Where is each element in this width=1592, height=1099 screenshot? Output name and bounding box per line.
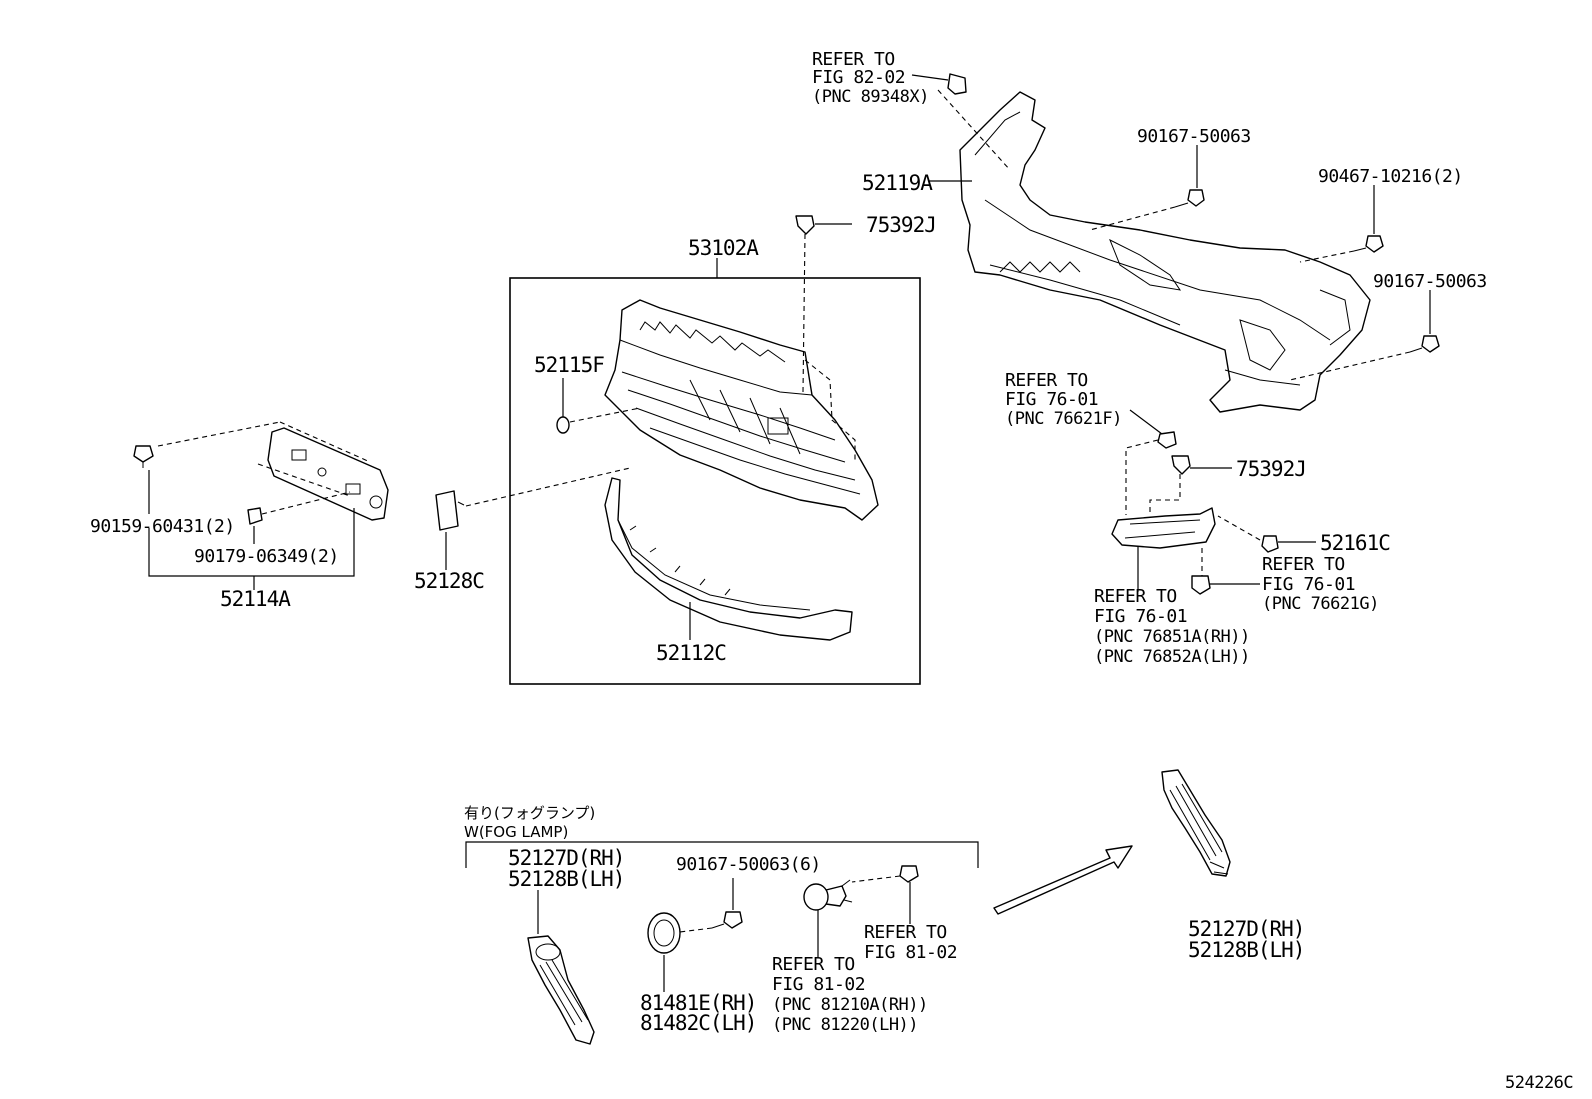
dash-90467 [1299,250,1355,263]
radiator-grille-53102A [604,299,879,521]
direction-arrow [993,845,1133,915]
dash-52115F [569,407,641,423]
dash-75392J-top [802,233,806,393]
refer-76-01-bezel-line1: REFER TO [1094,586,1177,607]
refer-82-02-line3: (PNC 89348X) [812,87,929,107]
dash-grille-clips [804,359,856,460]
bumper-retainer-52119A [959,91,1371,413]
dash-90167-fog [679,927,713,933]
bolt-fog-81-02 [899,865,919,883]
dash-fog-bolt [851,875,901,883]
dash-89348X [937,89,1011,171]
part-number-81482C: 81482C(LH) [640,1011,756,1035]
part-number-90467: 90467-10216(2) [1318,166,1463,187]
assembly-box-53102A [509,277,921,685]
refer-81-02-b-line4: (PNC 81220(LH)) [772,1015,918,1035]
refer-76-01-g-line3: (PNC 76621G) [1262,594,1379,614]
fog-group-bracket [465,841,979,868]
refer-76-01-top-line2: FIG 76-01 [1005,389,1098,410]
refer-76-01-g-line2: FIG 76-01 [1262,574,1355,595]
refer-81-02-b-line3: (PNC 81210A(RH)) [772,995,928,1015]
refer-76-01-bezel-line4: (PNC 76852A(LH)) [1094,647,1250,667]
refer-81-02-b-line2: FIG 81-02 [772,974,865,995]
bolt-90159 [133,445,154,468]
dash-75392J-right [1149,474,1181,515]
dash-bracket-mid [257,463,351,497]
bolt-76621F [1157,431,1177,449]
refer-82-02-line2: FIG 82-02 [812,67,905,88]
part-number-52112C: 52112C [656,641,726,665]
fog-cover-52127D-alt [1161,769,1231,877]
part-number-52114A: 52114A [220,587,291,611]
diagram-id: 524226C [1505,1073,1573,1093]
screw-52161C [1261,535,1279,553]
refer-76-01-top-line3: (PNC 76621F) [1005,409,1122,429]
fog-lamp-81210A [803,879,853,911]
part-number-81481E: 81481E(RH) [640,991,756,1015]
part-number-53102A: 53102A [688,236,759,260]
dash-90179 [261,491,351,515]
emblem-52115F [556,416,570,434]
part-number-52119A: 52119A [862,171,933,195]
dash-52128C [465,467,631,507]
bracket-52114A [148,508,355,577]
fog-ring-81481E [647,912,681,954]
dash-bracket-top [279,421,371,463]
part-number-52128C: 52128C [414,569,484,593]
part-number-75392J-right: 75392J [1236,457,1306,481]
refer-76-01-bezel-line3: (PNC 76851A(RH)) [1094,627,1250,647]
part-number-90167-right: 90167-50063 [1373,271,1487,292]
part-number-52115F: 52115F [534,353,604,377]
bolt-90167-fog [711,911,743,929]
fog-cover-52127D [527,935,595,1045]
dash-76621F [1125,439,1159,515]
dash-52161C [1217,515,1261,541]
part-number-52128B-alt: 52128B(LH) [1188,938,1304,962]
bolt-90467 [1353,235,1384,253]
part-number-52128B-fog: 52128B(LH) [508,867,624,891]
part-number-52161C: 52161C [1320,531,1390,555]
bolt-90167-right [1409,335,1440,353]
part-number-75392J-top: 75392J [866,213,936,237]
part-number-90167-top: 90167-50063 [1137,126,1251,147]
refer-81-02-b-line1: REFER TO [772,954,855,975]
refer-76-01-g-line1: REFER TO [1262,554,1345,575]
clip-75392J-top [795,215,815,235]
clip-76621G [1191,575,1211,595]
lower-molding-52112C [604,477,853,641]
part-number-90179: 90179-06349(2) [194,546,339,567]
refer-76-01-bezel-line2: FIG 76-01 [1094,606,1187,627]
clip-89348X [947,73,967,95]
fog-group-en-label: W(FOG LAMP) [464,823,568,841]
leader-76621F [1129,409,1163,435]
nut-90179 [247,507,263,525]
license-bracket-52114A [267,427,389,521]
dash-90159-a [157,421,281,447]
refer-81-02-a-line2: FIG 81-02 [864,942,957,963]
cap-52128C [435,490,465,531]
leader-89348X [911,74,949,81]
refer-81-02-a-line1: REFER TO [864,922,947,943]
bezel-76851A [1111,507,1216,549]
part-number-52127D-fog: 52127D(RH) [508,846,624,870]
dash-90167-right [1289,351,1411,381]
part-number-52127D-alt: 52127D(RH) [1188,917,1304,941]
part-number-90159: 90159-60431(2) [90,516,235,537]
clip-75392J-right [1171,455,1191,475]
bolt-90167-top [1174,189,1205,208]
refer-82-02-line1: REFER TO [812,49,895,70]
dash-90167-top [1089,206,1176,231]
part-number-90167-fog: 90167-50063(6) [676,854,821,875]
refer-76-01-top-line1: REFER TO [1005,370,1088,391]
labels: REFER TO FIG 82-02 (PNC 89348X) 52119A 9… [90,49,1574,1093]
fog-group-jp-label: 有り(フォグランプ) [464,804,595,822]
